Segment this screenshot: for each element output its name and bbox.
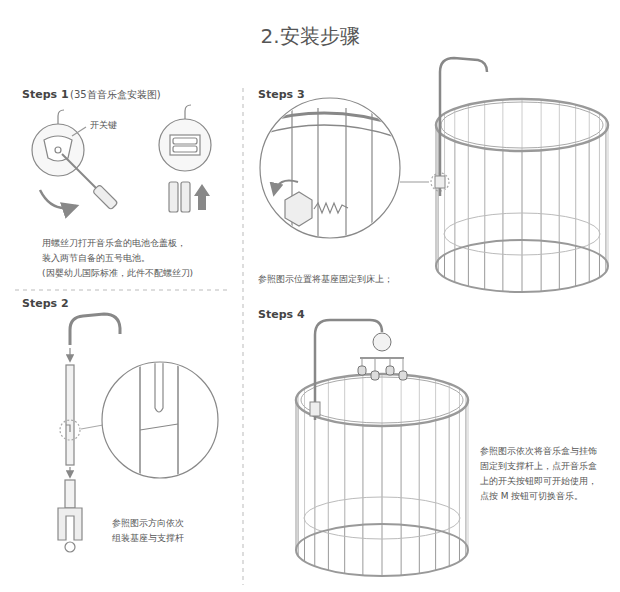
tube-joint (140, 424, 178, 430)
screw (55, 147, 61, 153)
pole-notch (66, 425, 70, 432)
hanging-toy (371, 358, 379, 380)
music-box-figure (32, 110, 118, 210)
detail-circle (260, 98, 400, 238)
crib-slat (436, 125, 437, 266)
spring (314, 203, 348, 213)
base-tube (65, 480, 75, 508)
crib-rim (296, 524, 468, 576)
step-caption: 参照图示位置将基座固定到床上； (258, 274, 393, 285)
page-title: 2.安装步骤 (260, 24, 359, 48)
crib-slat (589, 109, 590, 250)
battery (173, 146, 197, 152)
crib-rim (301, 377, 463, 423)
pole-figure (58, 314, 218, 552)
crib-rim (444, 213, 600, 255)
step-caption: 参照图示依次将音乐盒与挂饰 固定到支撑杆上，点开音乐盒 上的开关按钮即可开始使用… (480, 444, 606, 503)
callout-label: 开关键 (90, 120, 117, 131)
mobile-arm (315, 320, 382, 420)
crib-slat (502, 100, 503, 241)
crib-slat (419, 377, 420, 527)
crib-slat (575, 105, 576, 246)
crib-slat (468, 105, 469, 246)
crib-slat (484, 102, 485, 243)
crib-slat (344, 377, 345, 527)
turn-arrow (274, 181, 298, 195)
crib-rim (436, 240, 608, 292)
leader-line (81, 425, 103, 429)
mobile-bar (360, 357, 404, 359)
crib-rim (436, 99, 608, 151)
crib-slat (522, 99, 523, 240)
battery (181, 182, 190, 212)
detail-marker (60, 420, 80, 440)
hanging-toy (358, 358, 366, 375)
battery (169, 182, 178, 212)
battery-figure (159, 105, 211, 212)
crib-figure (296, 320, 468, 576)
mobile-arm (440, 58, 487, 196)
screwdriver-handle (92, 184, 117, 209)
step-caption: 用螺丝刀打开音乐盒的电池仓盖板， 装入两节自备的五号电池。 (因婴幼儿国际标准，… (42, 236, 198, 281)
crib-slat (296, 400, 297, 550)
music-box (373, 333, 391, 351)
crib-slat (541, 100, 542, 241)
crib-slat (382, 374, 383, 524)
crib-rim (441, 102, 603, 148)
step-caption: 参照图示方向依次 组装基座与支撑杆 (112, 516, 196, 546)
crib-slat (362, 375, 363, 525)
detail-marker (431, 173, 449, 191)
crib-slat (298, 394, 299, 544)
crib-slat (401, 375, 402, 525)
leader-line (72, 127, 86, 136)
divider-line (243, 88, 244, 585)
hook (185, 105, 191, 119)
assembly-arrow (69, 467, 70, 477)
screwdriver-shaft (62, 154, 96, 188)
crib-slat (605, 119, 606, 260)
crib-slat (328, 380, 329, 530)
fixing-detail (255, 98, 449, 245)
clamp-knob (65, 542, 75, 552)
step-heading: Steps 1 (22, 88, 69, 101)
crib-slat (608, 125, 609, 266)
crib-slat (449, 384, 450, 534)
turn-arrow (40, 190, 76, 208)
leader-line (400, 181, 429, 182)
divider-line (15, 290, 230, 291)
crib-slat (465, 394, 466, 544)
step-note: (35首音乐盒安装图) (70, 89, 161, 101)
step-heading: Steps 2 (22, 297, 69, 310)
base-clamp (58, 508, 82, 540)
slot (155, 360, 163, 412)
crib-slat (468, 400, 469, 550)
crib-slat (438, 119, 439, 260)
crib-figure (435, 58, 608, 292)
crib-slat (454, 109, 455, 250)
crib-rim (304, 497, 460, 539)
detail-circle (102, 362, 218, 478)
base-clamp (435, 176, 445, 188)
battery (173, 138, 197, 144)
crib-slat (559, 102, 560, 243)
crib-rim (296, 374, 468, 426)
crib-slat (435, 380, 436, 530)
step-heading: Steps 3 (258, 88, 305, 101)
support-pole (66, 365, 74, 465)
hook (58, 110, 64, 124)
mobile-arm (70, 314, 120, 345)
hanging-toy (399, 358, 407, 380)
hanging-toy (386, 358, 394, 375)
base-clamp (310, 402, 320, 416)
battery-cover (44, 136, 72, 161)
knob (285, 192, 312, 226)
assembly-arrow (69, 348, 70, 361)
music-box (159, 119, 211, 171)
battery-compartment (170, 135, 200, 155)
step-heading: Steps 4 (258, 308, 305, 321)
insert-arrow (194, 184, 210, 210)
